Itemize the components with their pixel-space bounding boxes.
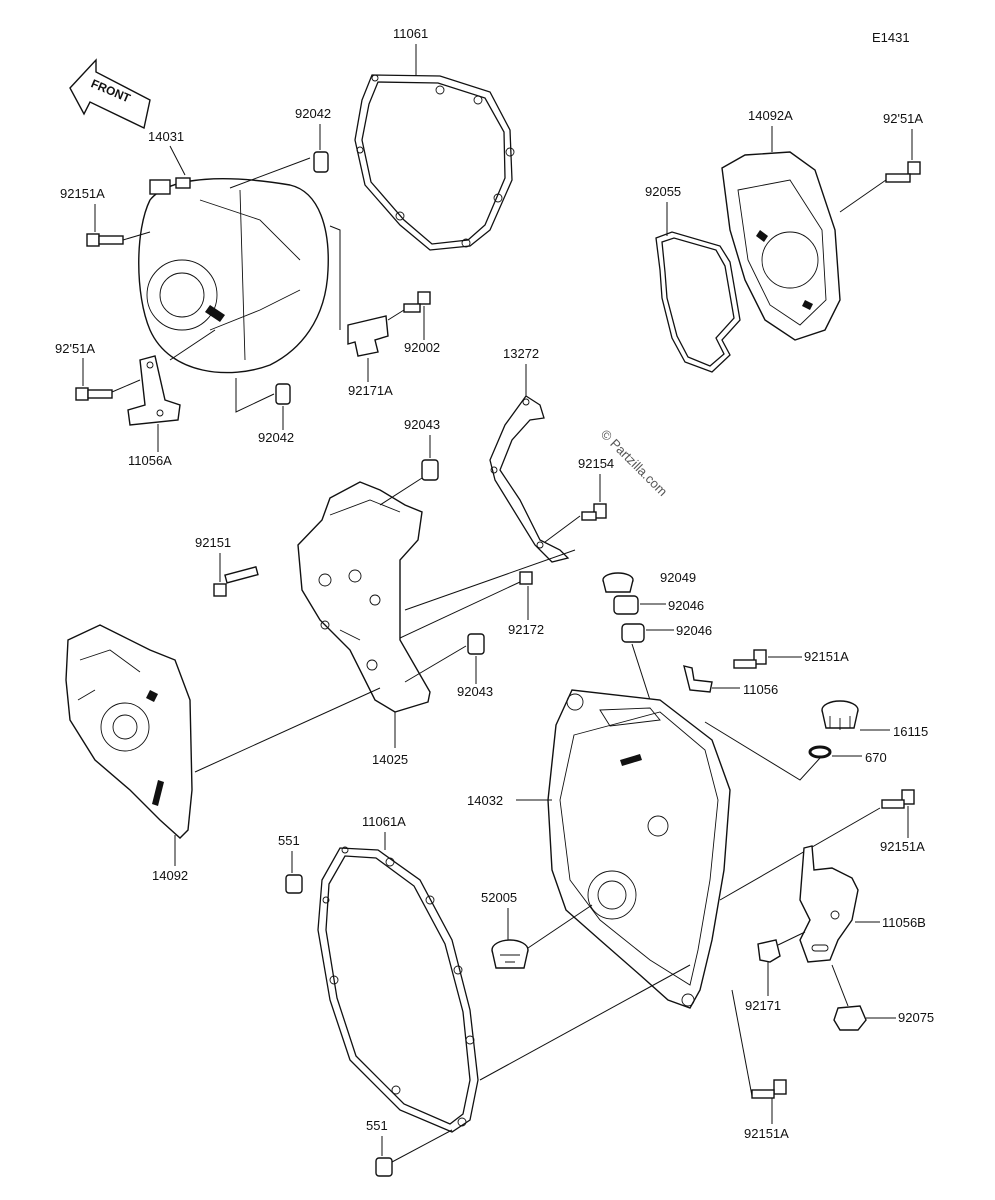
label-11056A: 11056A bbox=[128, 453, 172, 468]
oil-filler-cap-16115 bbox=[821, 700, 859, 730]
bolt-92151A-bottom bbox=[751, 1079, 787, 1099]
bolt-92172 bbox=[399, 571, 533, 639]
label-14025: 14025 bbox=[372, 752, 408, 767]
bolt-92151A-left bbox=[86, 233, 124, 247]
label-14092: 14092 bbox=[152, 868, 188, 883]
label-11056B: 11056B bbox=[882, 915, 926, 930]
label-13272: 13272 bbox=[503, 346, 539, 361]
bracket-11056B bbox=[799, 845, 859, 963]
label-92002: 92002 bbox=[404, 340, 440, 355]
label-670: 670 bbox=[865, 750, 887, 765]
gasket-92055 bbox=[655, 231, 741, 373]
bushing-92046-b bbox=[621, 623, 645, 643]
bolt-92151A-mid bbox=[733, 649, 767, 669]
bushing-92049 bbox=[602, 572, 634, 593]
label-92151A-bottom: 92151A bbox=[744, 1126, 789, 1141]
label-14032: 14032 bbox=[467, 793, 503, 808]
front-arrow-icon: FRONT bbox=[69, 58, 151, 130]
label-92055: 92055 bbox=[645, 184, 681, 199]
label-92172: 92172 bbox=[508, 622, 544, 637]
label-551-top: 551 bbox=[278, 833, 300, 848]
cover-gasket-13272 bbox=[489, 395, 570, 563]
label-92151: 92151 bbox=[195, 535, 231, 550]
label-92042-bottom: 92042 bbox=[258, 430, 294, 445]
label-92075: 92075 bbox=[898, 1010, 934, 1025]
clamp-11056 bbox=[683, 665, 713, 693]
label-92046-a: 92046 bbox=[668, 598, 704, 613]
bolt-92151 bbox=[213, 565, 259, 597]
generator-cover-14031 bbox=[138, 177, 329, 374]
label-92042-top: 92042 bbox=[295, 106, 331, 121]
dowel-pin-92043-bottom bbox=[467, 633, 485, 655]
label-92151A-left: 92151A bbox=[60, 186, 105, 201]
bolt-92151A-right bbox=[881, 789, 915, 809]
label-11061: 11061 bbox=[393, 26, 428, 41]
label-16115: 16115 bbox=[893, 724, 928, 739]
label-92151A-topright: 92'51A bbox=[883, 111, 923, 126]
sprocket-cover-14092 bbox=[65, 624, 193, 839]
diagram-code: E1431 bbox=[872, 30, 910, 45]
label-52005: 52005 bbox=[481, 890, 517, 905]
bolt-92151A-left-2 bbox=[75, 387, 113, 401]
label-92049: 92049 bbox=[660, 570, 696, 585]
label-11061A: 11061A bbox=[362, 814, 406, 829]
o-ring-670 bbox=[808, 745, 832, 759]
label-11056: 11056 bbox=[743, 682, 778, 697]
label-92043-top: 92043 bbox=[404, 417, 440, 432]
label-551-bottom: 551 bbox=[366, 1118, 388, 1133]
bolt-92154 bbox=[581, 503, 607, 521]
label-92151A-left-2: 92'51A bbox=[55, 341, 95, 356]
label-92171A: 92171A bbox=[348, 383, 393, 398]
dowel-pin-92043-top bbox=[421, 459, 439, 481]
label-92151A-mid: 92151A bbox=[804, 649, 849, 664]
label-14092A: 14092A bbox=[748, 108, 793, 123]
bolt-92002 bbox=[403, 291, 431, 313]
label-92151A-right: 92151A bbox=[880, 839, 925, 854]
label-92046-b: 92046 bbox=[676, 623, 712, 638]
cover-14092A bbox=[721, 151, 841, 341]
label-92043-bottom: 92043 bbox=[457, 684, 493, 699]
gasket-11061A bbox=[317, 846, 479, 1133]
bracket-11056A bbox=[127, 355, 181, 426]
clutch-cover-14032 bbox=[547, 689, 731, 1009]
bolt-92151A-topright bbox=[885, 161, 921, 183]
rotor-52005 bbox=[491, 939, 529, 969]
dowel-pin-92042-top bbox=[313, 151, 329, 173]
gasket-11061 bbox=[354, 74, 515, 251]
inner-cover-14025 bbox=[297, 481, 431, 713]
grommet-92075 bbox=[833, 1005, 867, 1031]
dowel-pin-551-bottom bbox=[375, 1157, 393, 1177]
clamp-92171 bbox=[757, 939, 781, 963]
dowel-pin-92042-bottom bbox=[275, 383, 291, 405]
dowel-pin-551-top bbox=[285, 874, 303, 894]
bushing-92046-a bbox=[613, 595, 639, 615]
label-92171: 92171 bbox=[745, 998, 781, 1013]
label-14031: 14031 bbox=[148, 129, 184, 144]
clamp-92171A bbox=[347, 315, 389, 357]
label-92154: 92154 bbox=[578, 456, 614, 471]
